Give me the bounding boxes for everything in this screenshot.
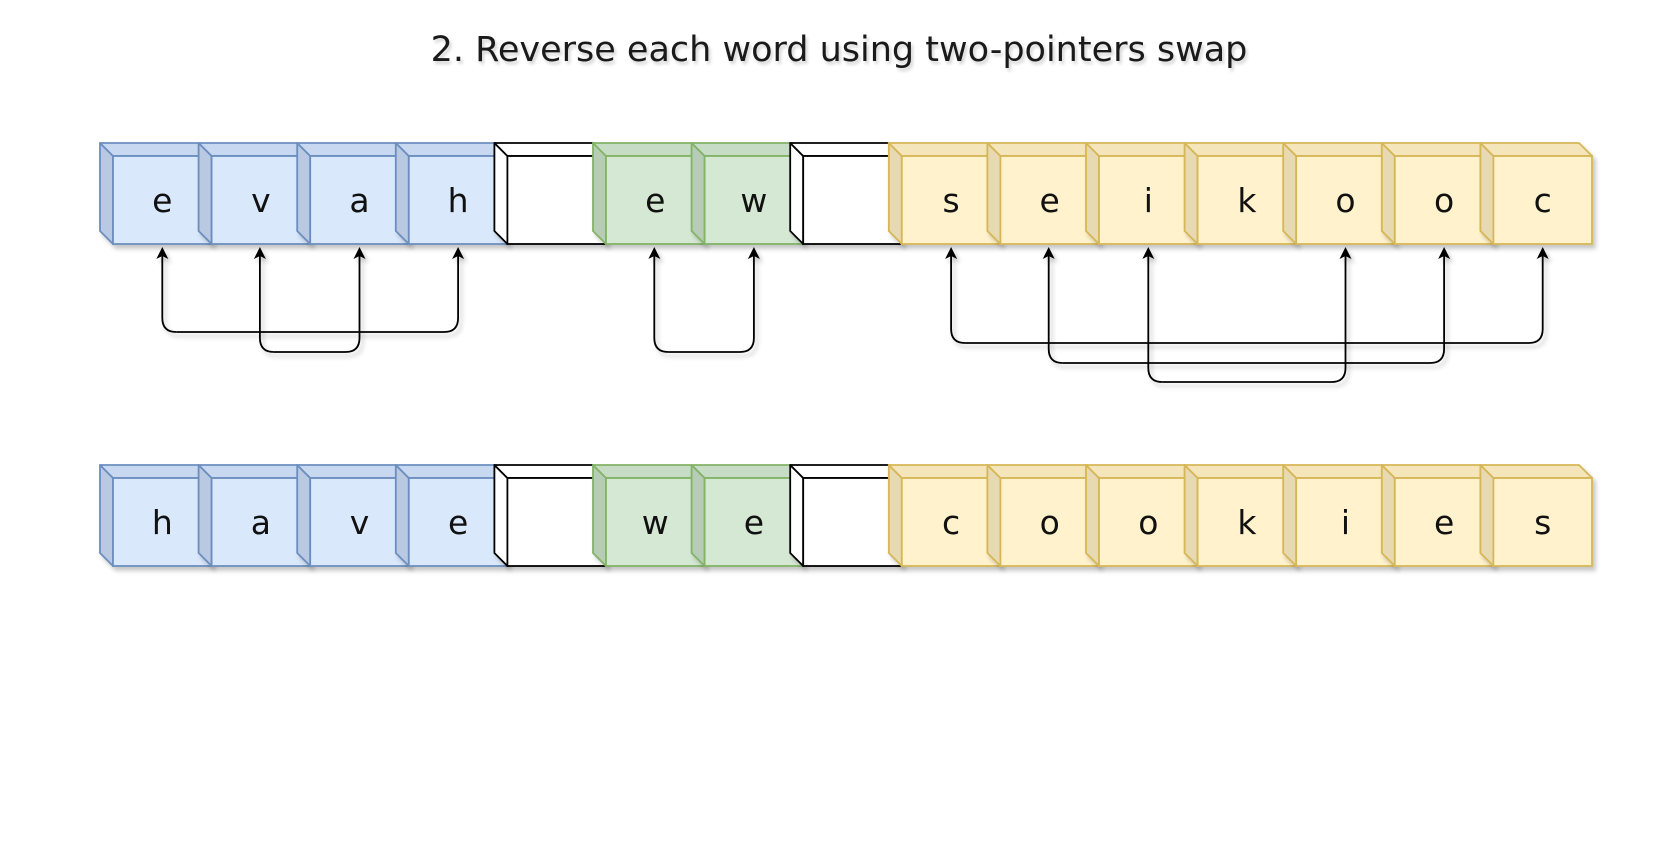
cell-char: o bbox=[1040, 503, 1060, 542]
char-cell bbox=[1282, 464, 1396, 567]
char-cell bbox=[394, 464, 509, 567]
char-cell bbox=[99, 142, 213, 245]
char-cell bbox=[296, 464, 410, 567]
cell-char: e bbox=[448, 503, 468, 542]
cell-char: o bbox=[1138, 503, 1158, 542]
cell-char: o bbox=[1335, 181, 1355, 220]
char-cell bbox=[887, 464, 1002, 567]
cell-char: h bbox=[152, 503, 173, 542]
diagram-title: 2. Reverse each word using two-pointers … bbox=[430, 30, 1248, 70]
swap-arrow bbox=[1142, 247, 1352, 383]
cell-char: v bbox=[251, 181, 271, 220]
char-cell bbox=[986, 464, 1100, 567]
char-cell bbox=[1183, 142, 1298, 245]
cell-char: e bbox=[1040, 181, 1060, 220]
swap-arrow bbox=[648, 247, 760, 353]
swap-arrow bbox=[156, 247, 465, 333]
cell-char: k bbox=[1237, 181, 1257, 220]
char-cell bbox=[1183, 464, 1298, 567]
char-cell bbox=[1380, 464, 1495, 567]
char-cell bbox=[1085, 142, 1199, 245]
cell-char: e bbox=[152, 181, 172, 220]
char-cell bbox=[296, 142, 410, 245]
char-cell bbox=[1085, 464, 1199, 567]
cell-char: w bbox=[740, 181, 767, 220]
char-cell bbox=[986, 142, 1100, 245]
char-cell bbox=[99, 464, 213, 567]
swap-arrow bbox=[1042, 247, 1451, 364]
cell-char: a bbox=[349, 181, 369, 220]
char-cell bbox=[1479, 464, 1593, 567]
cell-char: e bbox=[1434, 503, 1454, 542]
cell-char: v bbox=[350, 503, 370, 542]
char-cell bbox=[1380, 142, 1495, 245]
cell-char: o bbox=[1434, 181, 1454, 220]
cell-char: w bbox=[642, 503, 669, 542]
cell-char: s bbox=[1534, 503, 1551, 542]
space-cell bbox=[493, 142, 607, 245]
cell-char: e bbox=[645, 181, 665, 220]
swap-arrow bbox=[945, 247, 1549, 344]
space-cell bbox=[789, 142, 903, 245]
cell-char: s bbox=[942, 181, 959, 220]
cell-char: i bbox=[1144, 181, 1153, 220]
cell-char: a bbox=[251, 503, 271, 542]
swap-arrow bbox=[253, 247, 366, 353]
char-cell bbox=[690, 464, 805, 567]
space-cell bbox=[789, 464, 903, 567]
cell-char: k bbox=[1237, 503, 1257, 542]
cell-char: c bbox=[1534, 181, 1552, 220]
char-cell bbox=[1479, 142, 1593, 245]
cell-char: i bbox=[1341, 503, 1350, 542]
char-cell bbox=[887, 142, 1002, 245]
cell-char: c bbox=[942, 503, 960, 542]
space-cell bbox=[493, 464, 607, 567]
cell-char: h bbox=[448, 181, 469, 220]
cell-char: e bbox=[744, 503, 764, 542]
